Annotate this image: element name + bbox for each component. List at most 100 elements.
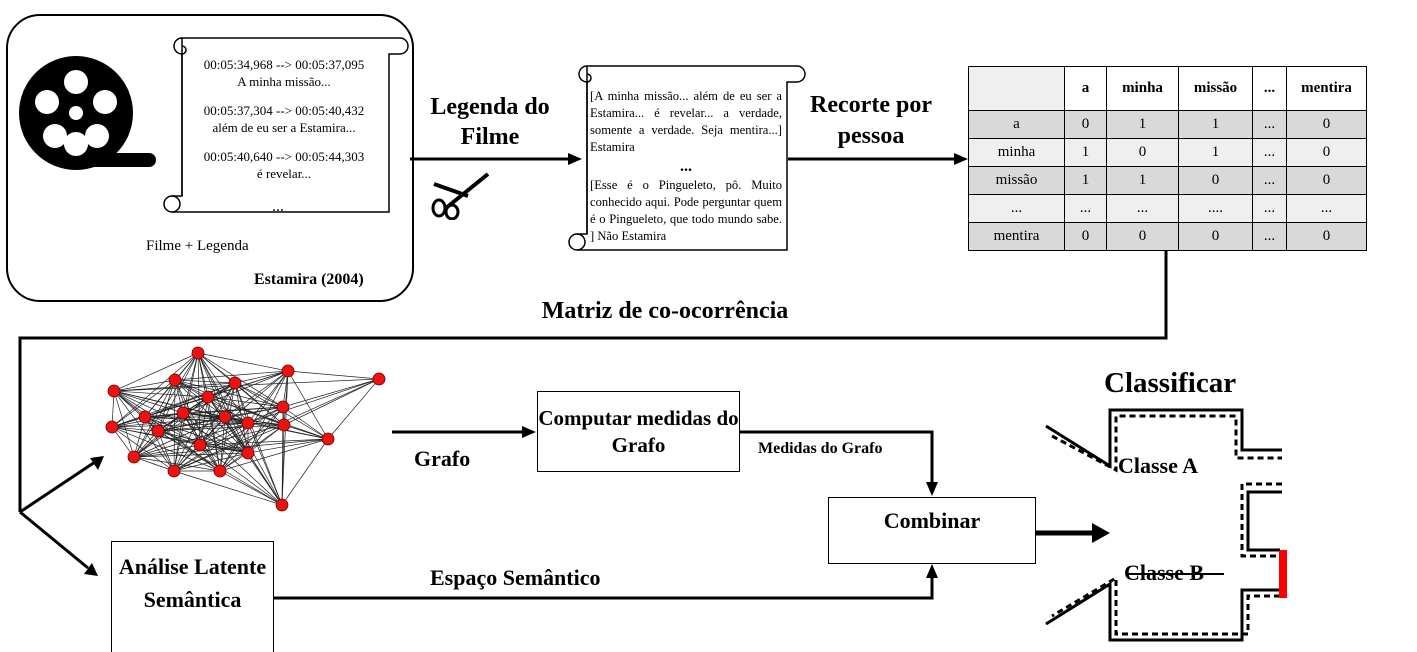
graph-edge xyxy=(234,382,283,506)
graph-edge xyxy=(283,424,329,440)
graph-node xyxy=(213,464,227,478)
arrow-legenda xyxy=(410,153,582,165)
matrix-cell: 0 xyxy=(1286,222,1367,251)
graph-edge xyxy=(157,422,249,432)
cooccurrence-matrix: a minha missão ... mentira a 0 1 1 ... 0… xyxy=(968,66,1367,251)
graph-edge xyxy=(234,370,289,384)
matrix-label: Matriz de co-ocorrência xyxy=(541,298,789,324)
matrix-cell: 1 xyxy=(1178,110,1253,139)
matrix-cell: 1 xyxy=(1178,138,1253,167)
graph-node xyxy=(275,498,289,512)
matrix-header-cell: mentira xyxy=(1286,66,1367,111)
graph-edge xyxy=(111,426,175,472)
graph-edge xyxy=(173,470,283,506)
graph-edge xyxy=(113,379,176,392)
graph-edge xyxy=(111,426,159,432)
graph-node xyxy=(105,420,119,434)
matrix-cell: a xyxy=(968,110,1065,139)
graph-edge xyxy=(173,396,209,472)
subtitle-scroll-icon xyxy=(163,37,409,213)
graph-node xyxy=(321,432,335,446)
graph-edge xyxy=(111,416,226,428)
graph-edge xyxy=(113,352,199,392)
graph-edge xyxy=(113,390,159,432)
edge-grafo-label: Grafo xyxy=(414,446,471,471)
matrix-cell: 1 xyxy=(1106,110,1179,139)
graph-edge xyxy=(133,456,221,472)
subtitle-ellipsis: ... xyxy=(272,198,284,215)
graph-node xyxy=(127,450,141,464)
graph-edge xyxy=(182,370,289,414)
matrix-header-cell xyxy=(968,66,1065,111)
graph-edge xyxy=(207,396,284,408)
graph-node xyxy=(168,373,182,387)
graph-edge xyxy=(247,378,380,424)
transcript-para-2: [Esse é o Pingueleto, pô. Muito conhecid… xyxy=(590,178,782,243)
graph-edge xyxy=(113,390,249,454)
matrix-cell: 1 xyxy=(1106,166,1179,195)
matrix-cell: 0 xyxy=(1178,166,1253,195)
graph-node xyxy=(277,418,291,432)
graph-edge xyxy=(197,352,249,454)
graph-edge xyxy=(207,396,221,472)
matrix-cell: 0 xyxy=(1286,166,1367,195)
graph-edge xyxy=(219,406,284,472)
matrix-cell: 0 xyxy=(1286,138,1367,167)
graph-edge xyxy=(207,396,329,440)
graph-edge xyxy=(199,422,249,446)
matrix-row: ... ... ... .... ... ... xyxy=(968,194,1367,223)
graph-edge xyxy=(247,422,283,506)
graph-edge xyxy=(283,378,380,426)
arrow-recorte xyxy=(788,153,968,165)
graph-node xyxy=(201,390,215,404)
graph-edge xyxy=(199,424,285,446)
matrix-cell: 0 xyxy=(1106,138,1179,167)
matrix-cell: ... xyxy=(968,194,1065,223)
graph-edge xyxy=(247,438,329,454)
graph-edge xyxy=(219,470,283,506)
lsa-box: Análise Latente Semântica xyxy=(111,541,274,652)
cooccurrence-graph xyxy=(105,346,386,512)
graph-edge xyxy=(113,390,209,398)
graph-node xyxy=(191,346,205,360)
graph-edge xyxy=(157,430,201,446)
graph-node xyxy=(176,406,190,420)
matrix-row: mentira 0 0 0 ... 0 xyxy=(968,222,1367,251)
graph-edge xyxy=(133,438,329,458)
graph-edge xyxy=(199,444,283,506)
graph-edge xyxy=(247,422,329,440)
matrix-row: missão 1 1 0 ... 0 xyxy=(968,166,1367,195)
graph-node xyxy=(281,364,295,378)
graph-edge xyxy=(113,390,135,458)
graph-edge xyxy=(173,452,249,472)
step-recorte-label: Recorte por pessoa xyxy=(810,92,932,149)
graph-edge xyxy=(174,379,236,384)
graph-edge xyxy=(133,416,226,458)
graph-edge xyxy=(281,424,285,506)
graph-edge xyxy=(133,416,146,458)
graph-edge xyxy=(219,424,285,472)
classify-diagram xyxy=(1045,408,1287,642)
matrix-header-cell: missão xyxy=(1178,66,1253,111)
matrix-cell: ... xyxy=(1064,194,1107,223)
graph-node xyxy=(228,376,242,390)
matrix-cell: ... xyxy=(1252,222,1287,251)
graph-edge xyxy=(247,406,284,454)
graph-edge xyxy=(182,352,199,414)
graph-edge xyxy=(144,379,176,418)
matrix-cell: 1 xyxy=(1064,138,1107,167)
graph-node xyxy=(241,416,255,430)
graph-edge xyxy=(247,452,283,506)
combinar-label: Combinar xyxy=(883,508,981,533)
scissors-icon xyxy=(431,172,490,220)
combinar-box: Combinar xyxy=(828,497,1036,564)
graph-edge xyxy=(173,406,284,472)
graph-edge xyxy=(173,412,184,472)
graph-node xyxy=(151,424,165,438)
matrix-header-cell: a xyxy=(1064,66,1107,111)
graph-edge xyxy=(113,382,236,392)
graph-edge xyxy=(133,382,236,458)
